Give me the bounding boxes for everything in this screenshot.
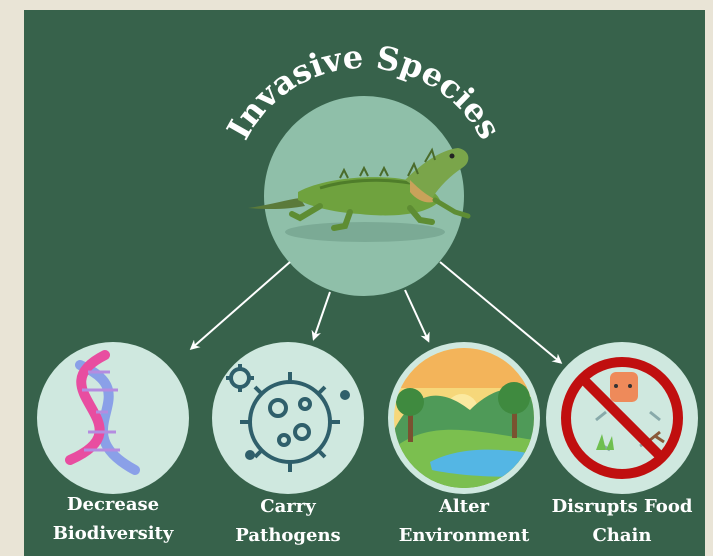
landscape-environment-icon: [394, 348, 534, 488]
arrow-to-biodiversity: [192, 262, 290, 348]
label-food-chain: Disrupts Food Chain: [537, 492, 707, 550]
node-circle-biodiversity: [37, 342, 189, 494]
label-pathogens: Carry Pathogens: [203, 492, 373, 550]
arrow-to-pathogens: [314, 292, 330, 338]
label-environment: Alter Environment: [379, 492, 549, 550]
arrow-to-environment: [405, 290, 428, 340]
label-biodiversity: Decrease Biodiversity: [28, 490, 198, 548]
